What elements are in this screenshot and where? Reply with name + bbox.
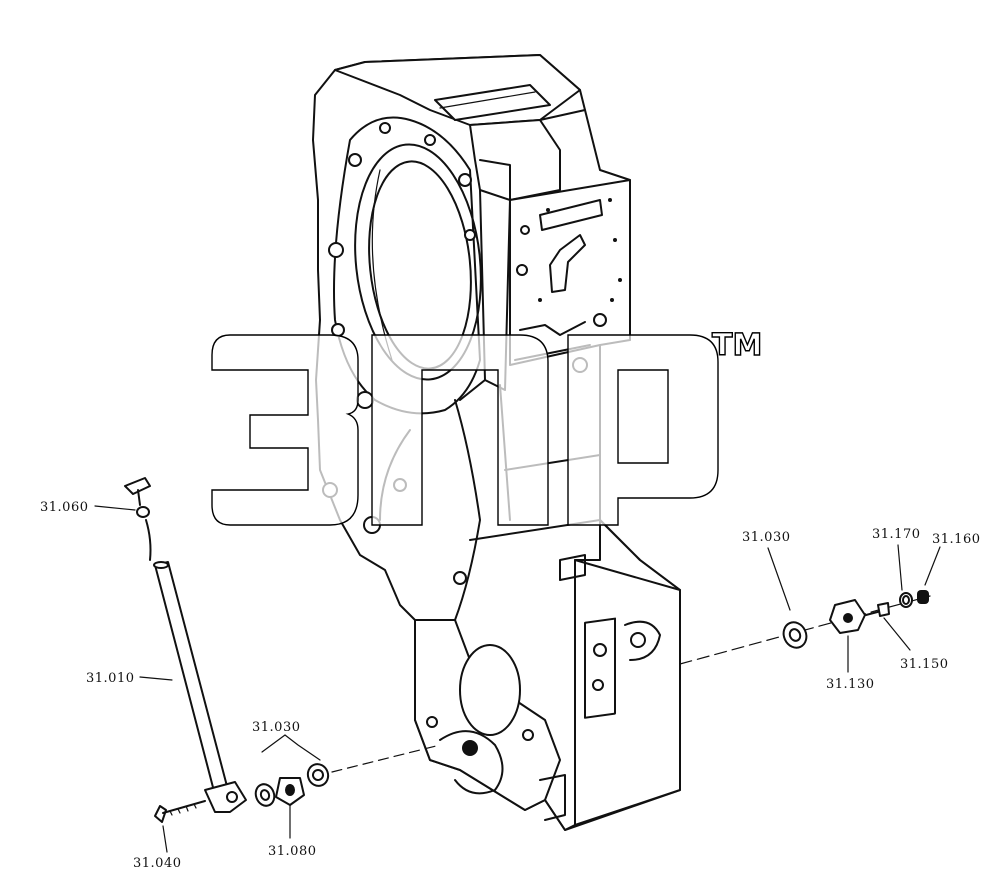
leader-lines bbox=[94, 505, 941, 853]
label-31-150: 31.150 bbox=[900, 657, 949, 672]
right-fitting-assembly bbox=[679, 590, 931, 665]
label-31-130: 31.130 bbox=[826, 677, 875, 692]
label-31-040: 31.040 bbox=[133, 856, 182, 871]
label-31-160: 31.160 bbox=[932, 532, 981, 547]
label-31-030-right: 31.030 bbox=[742, 530, 791, 545]
watermark-trademark: TM bbox=[712, 328, 762, 363]
label-31-030-left: 31.030 bbox=[252, 720, 301, 735]
label-31-080: 31.080 bbox=[268, 844, 317, 859]
label-31-010: 31.010 bbox=[86, 671, 135, 686]
label-31-060: 31.060 bbox=[40, 500, 89, 515]
part-labels: 31.060 31.010 31.040 31.030 31.080 31.03… bbox=[40, 500, 981, 871]
transmission-housing bbox=[312, 54, 681, 831]
watermark: TM bbox=[211, 327, 763, 526]
dipstick-assembly bbox=[124, 477, 441, 823]
watermark-logo bbox=[211, 334, 719, 526]
label-31-170: 31.170 bbox=[872, 527, 921, 542]
